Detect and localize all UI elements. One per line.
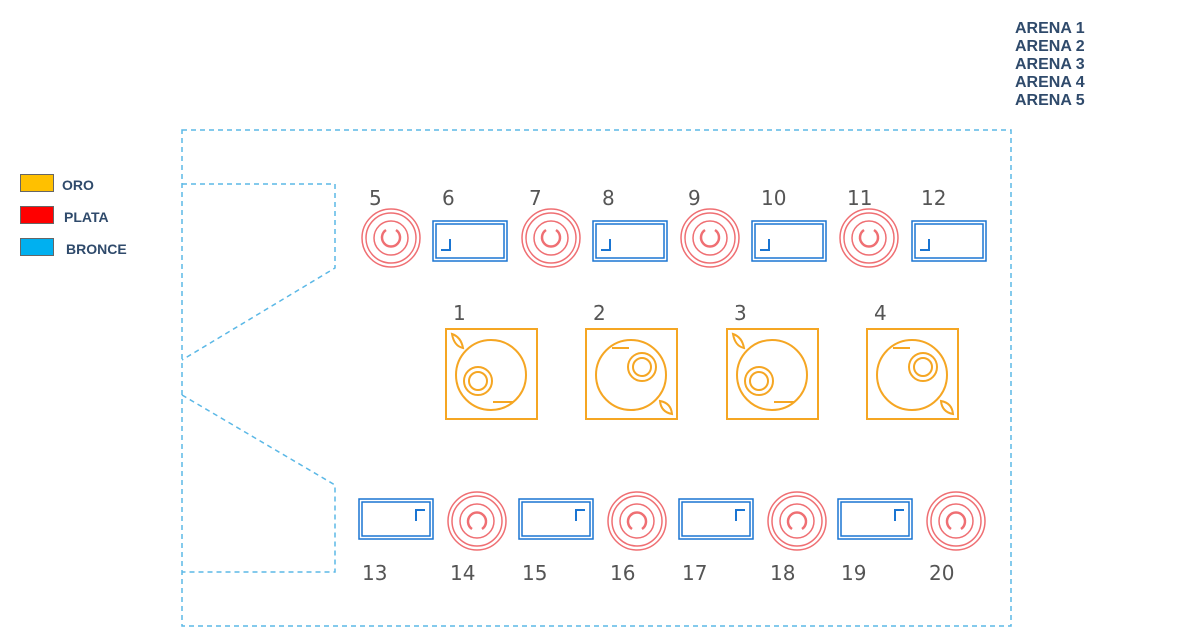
booth-number-18: 18 <box>770 561 795 585</box>
booth-number-20: 20 <box>929 561 954 585</box>
bronce-swatch <box>20 238 54 256</box>
oro-booth-3[interactable] <box>726 328 819 420</box>
arena-5-link[interactable]: ARENA 5 <box>1015 92 1085 109</box>
venue-outline <box>181 129 1012 627</box>
arena-menu: ARENA 1 ARENA 2 ARENA 3 ARENA 4 ARENA 5 <box>1015 20 1085 110</box>
booth-number-11: 11 <box>847 186 872 210</box>
plata-booth-9[interactable] <box>680 208 740 268</box>
booth-number-8: 8 <box>602 186 615 210</box>
oro-booth-4[interactable] <box>866 328 959 420</box>
bronce-booth-19[interactable] <box>837 498 913 540</box>
booth-number-19: 19 <box>841 561 866 585</box>
plata-booth-20[interactable] <box>926 491 986 551</box>
booth-number-14: 14 <box>450 561 475 585</box>
oro-booth-2[interactable] <box>585 328 678 420</box>
booth-number-16: 16 <box>610 561 635 585</box>
bronce-booth-17[interactable] <box>678 498 754 540</box>
booth-number-17: 17 <box>682 561 707 585</box>
plata-booth-7[interactable] <box>521 208 581 268</box>
plata-booth-18[interactable] <box>767 491 827 551</box>
bronce-booth-15[interactable] <box>518 498 594 540</box>
booth-number-9: 9 <box>688 186 701 210</box>
arena-3-link[interactable]: ARENA 3 <box>1015 56 1085 73</box>
booth-number-3: 3 <box>734 301 747 325</box>
bronce-booth-12[interactable] <box>911 220 987 262</box>
bronce-label: BRONCE <box>66 241 127 257</box>
booth-number-2: 2 <box>593 301 606 325</box>
booth-number-6: 6 <box>442 186 455 210</box>
plata-label: PLATA <box>64 209 109 225</box>
bronce-booth-6[interactable] <box>432 220 508 262</box>
booth-number-1: 1 <box>453 301 466 325</box>
booth-number-13: 13 <box>362 561 387 585</box>
plata-booth-14[interactable] <box>447 491 507 551</box>
booth-number-7: 7 <box>529 186 542 210</box>
plata-booth-11[interactable] <box>839 208 899 268</box>
booth-number-4: 4 <box>874 301 887 325</box>
booth-number-10: 10 <box>761 186 786 210</box>
plata-swatch <box>20 206 54 224</box>
bronce-booth-13[interactable] <box>358 498 434 540</box>
oro-label: ORO <box>62 177 94 193</box>
booth-number-12: 12 <box>921 186 946 210</box>
booth-number-15: 15 <box>522 561 547 585</box>
plata-booth-16[interactable] <box>607 491 667 551</box>
arena-4-link[interactable]: ARENA 4 <box>1015 74 1085 91</box>
plata-booth-5[interactable] <box>361 208 421 268</box>
oro-booth-1[interactable] <box>445 328 538 420</box>
arena-2-link[interactable]: ARENA 2 <box>1015 38 1085 55</box>
arena-1-link[interactable]: ARENA 1 <box>1015 20 1085 37</box>
oro-swatch <box>20 174 54 192</box>
bronce-booth-8[interactable] <box>592 220 668 262</box>
booth-number-5: 5 <box>369 186 382 210</box>
bronce-booth-10[interactable] <box>751 220 827 262</box>
